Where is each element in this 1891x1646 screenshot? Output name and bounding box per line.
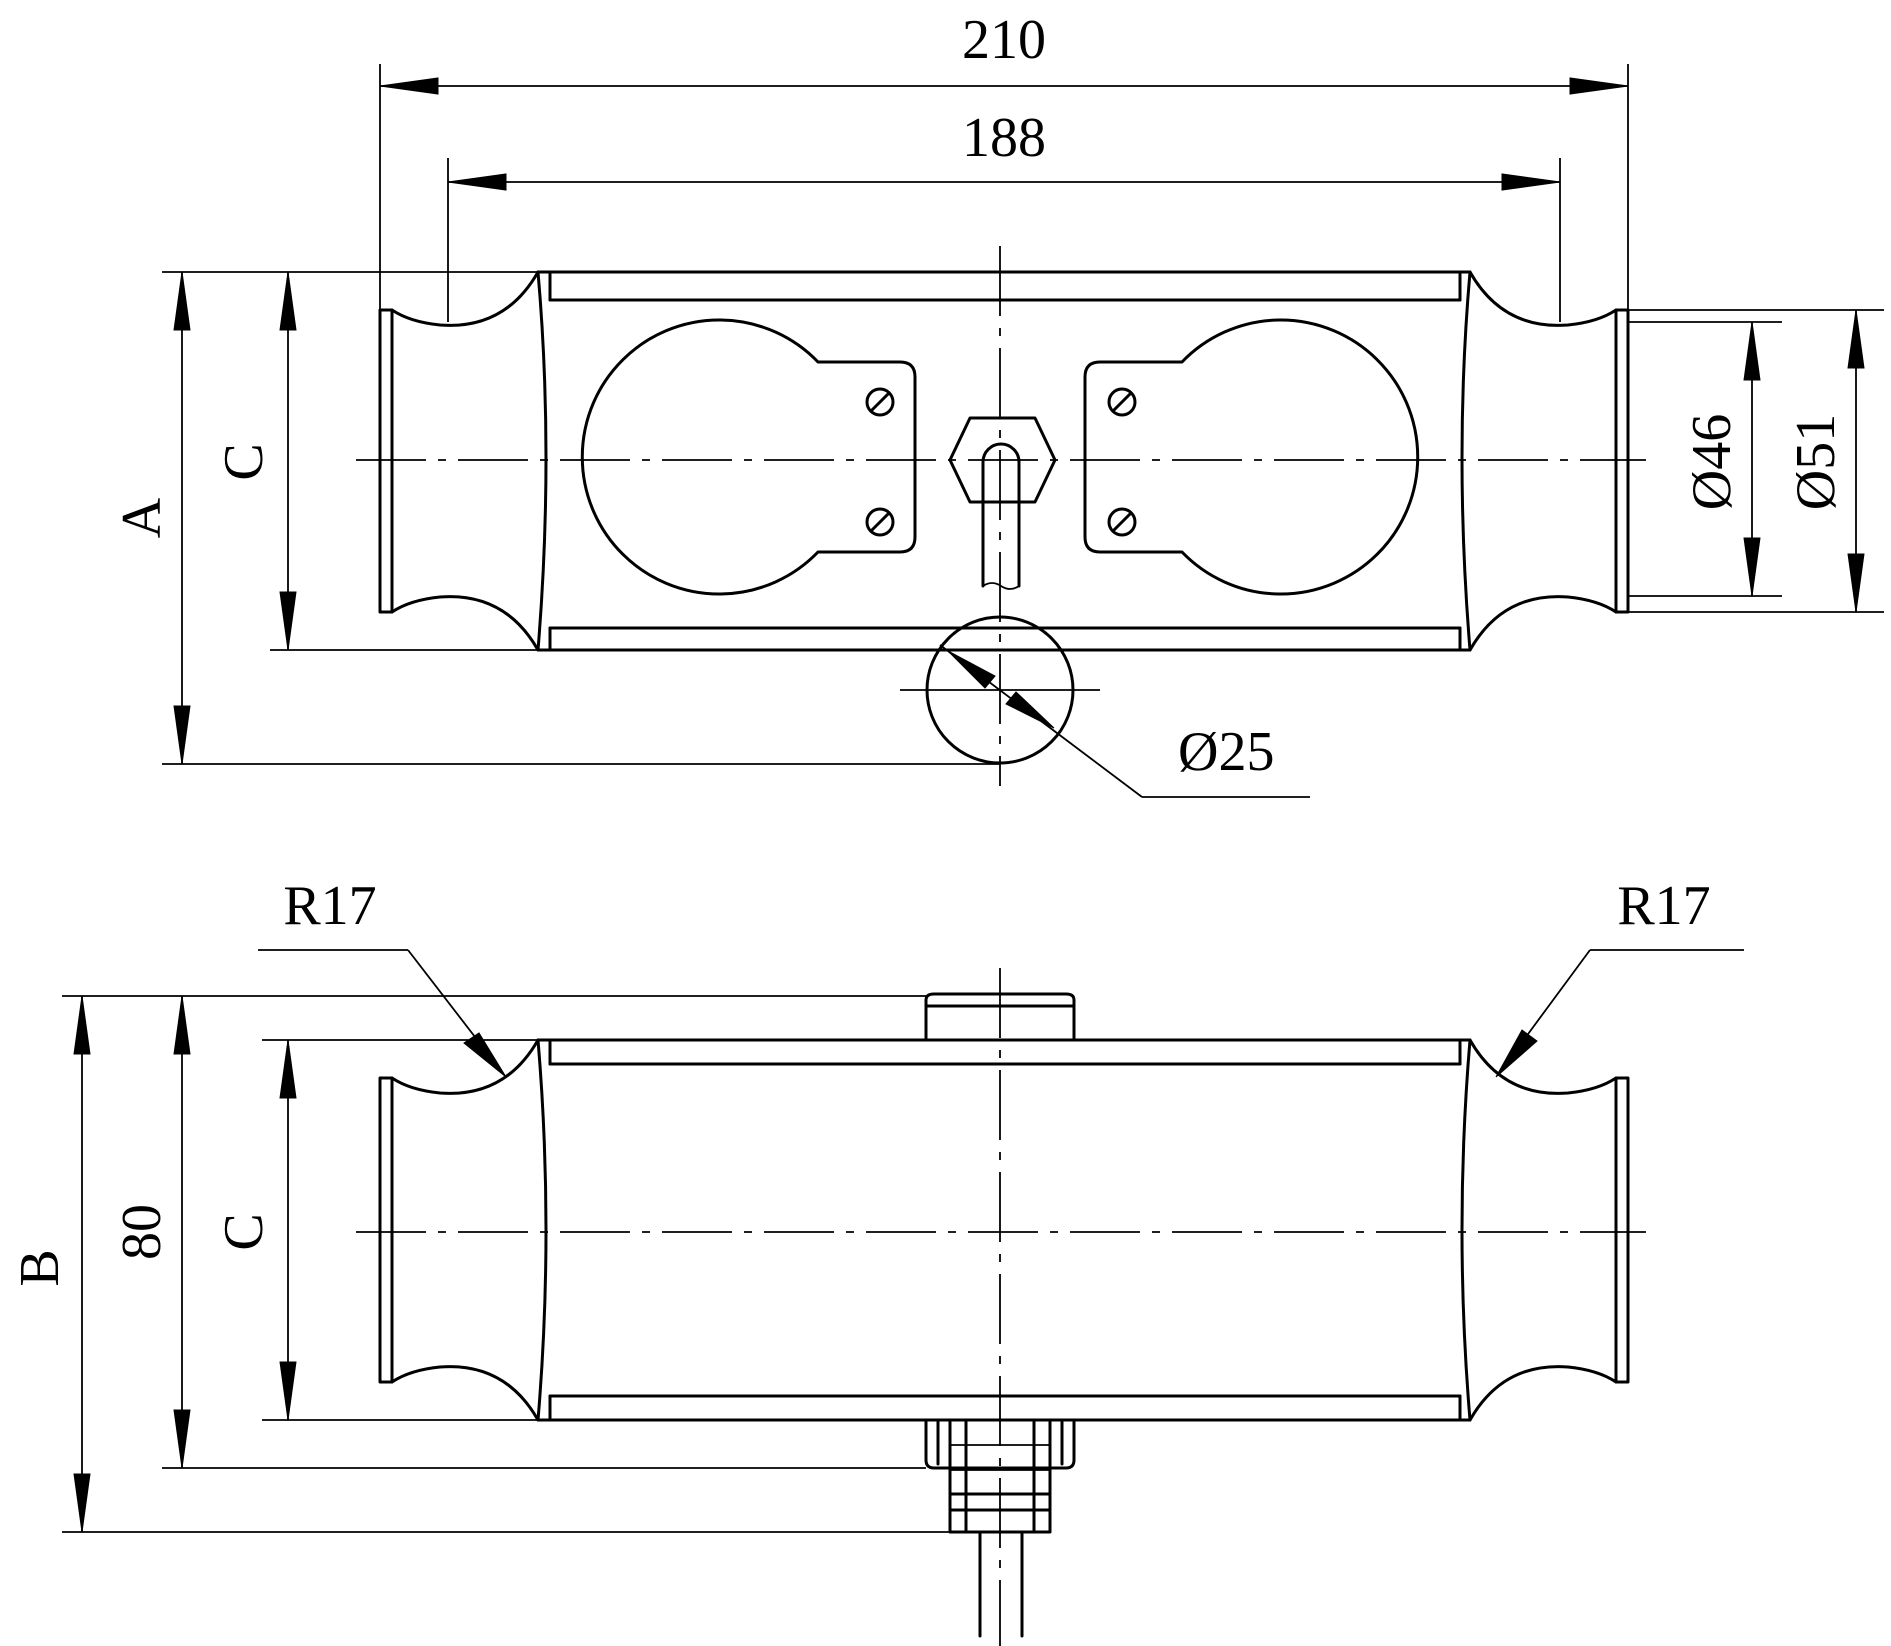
- side-view: [356, 968, 1646, 1646]
- dim-height-c-top: C: [213, 443, 275, 480]
- dim-overall-length: 210: [962, 9, 1046, 71]
- side-view-right-end-cap: [1468, 1038, 1630, 1422]
- cable: [981, 442, 1021, 588]
- dim-radius-left: R17: [283, 875, 376, 937]
- dim-height-80: 80: [111, 1204, 173, 1260]
- side-view-dimensions: B 80 C R17 R17: [9, 875, 1744, 1533]
- side-view-left-end-cap: [378, 1038, 540, 1422]
- side-view-body-outline: [536, 1038, 1472, 1422]
- screw-icon: [865, 387, 895, 417]
- left-strain-pocket: [580, 318, 917, 596]
- screw-icon: [865, 507, 895, 537]
- screw-icon: [1107, 387, 1137, 417]
- dim-dia-51: Ø51: [1785, 414, 1847, 510]
- dim-height-b: B: [9, 1249, 71, 1286]
- top-view-left-end-cap: [378, 270, 540, 652]
- dim-height-a: A: [111, 497, 173, 538]
- top-view: [356, 246, 1646, 786]
- cable-gland: [924, 1418, 1076, 1638]
- right-strain-pocket: [1083, 318, 1420, 596]
- dim-height-c-bottom: C: [213, 1213, 275, 1250]
- dim-dia-25: Ø25: [1178, 721, 1274, 783]
- screw-icon: [1107, 507, 1137, 537]
- dim-dia-46: Ø46: [1681, 414, 1743, 510]
- dim-radius-right: R17: [1617, 875, 1710, 937]
- dim-inner-length: 188: [962, 107, 1046, 169]
- top-view-right-end-cap: [1468, 270, 1630, 652]
- top-view-dimensions: 210 188 A C Ø46 Ø51: [111, 9, 1884, 798]
